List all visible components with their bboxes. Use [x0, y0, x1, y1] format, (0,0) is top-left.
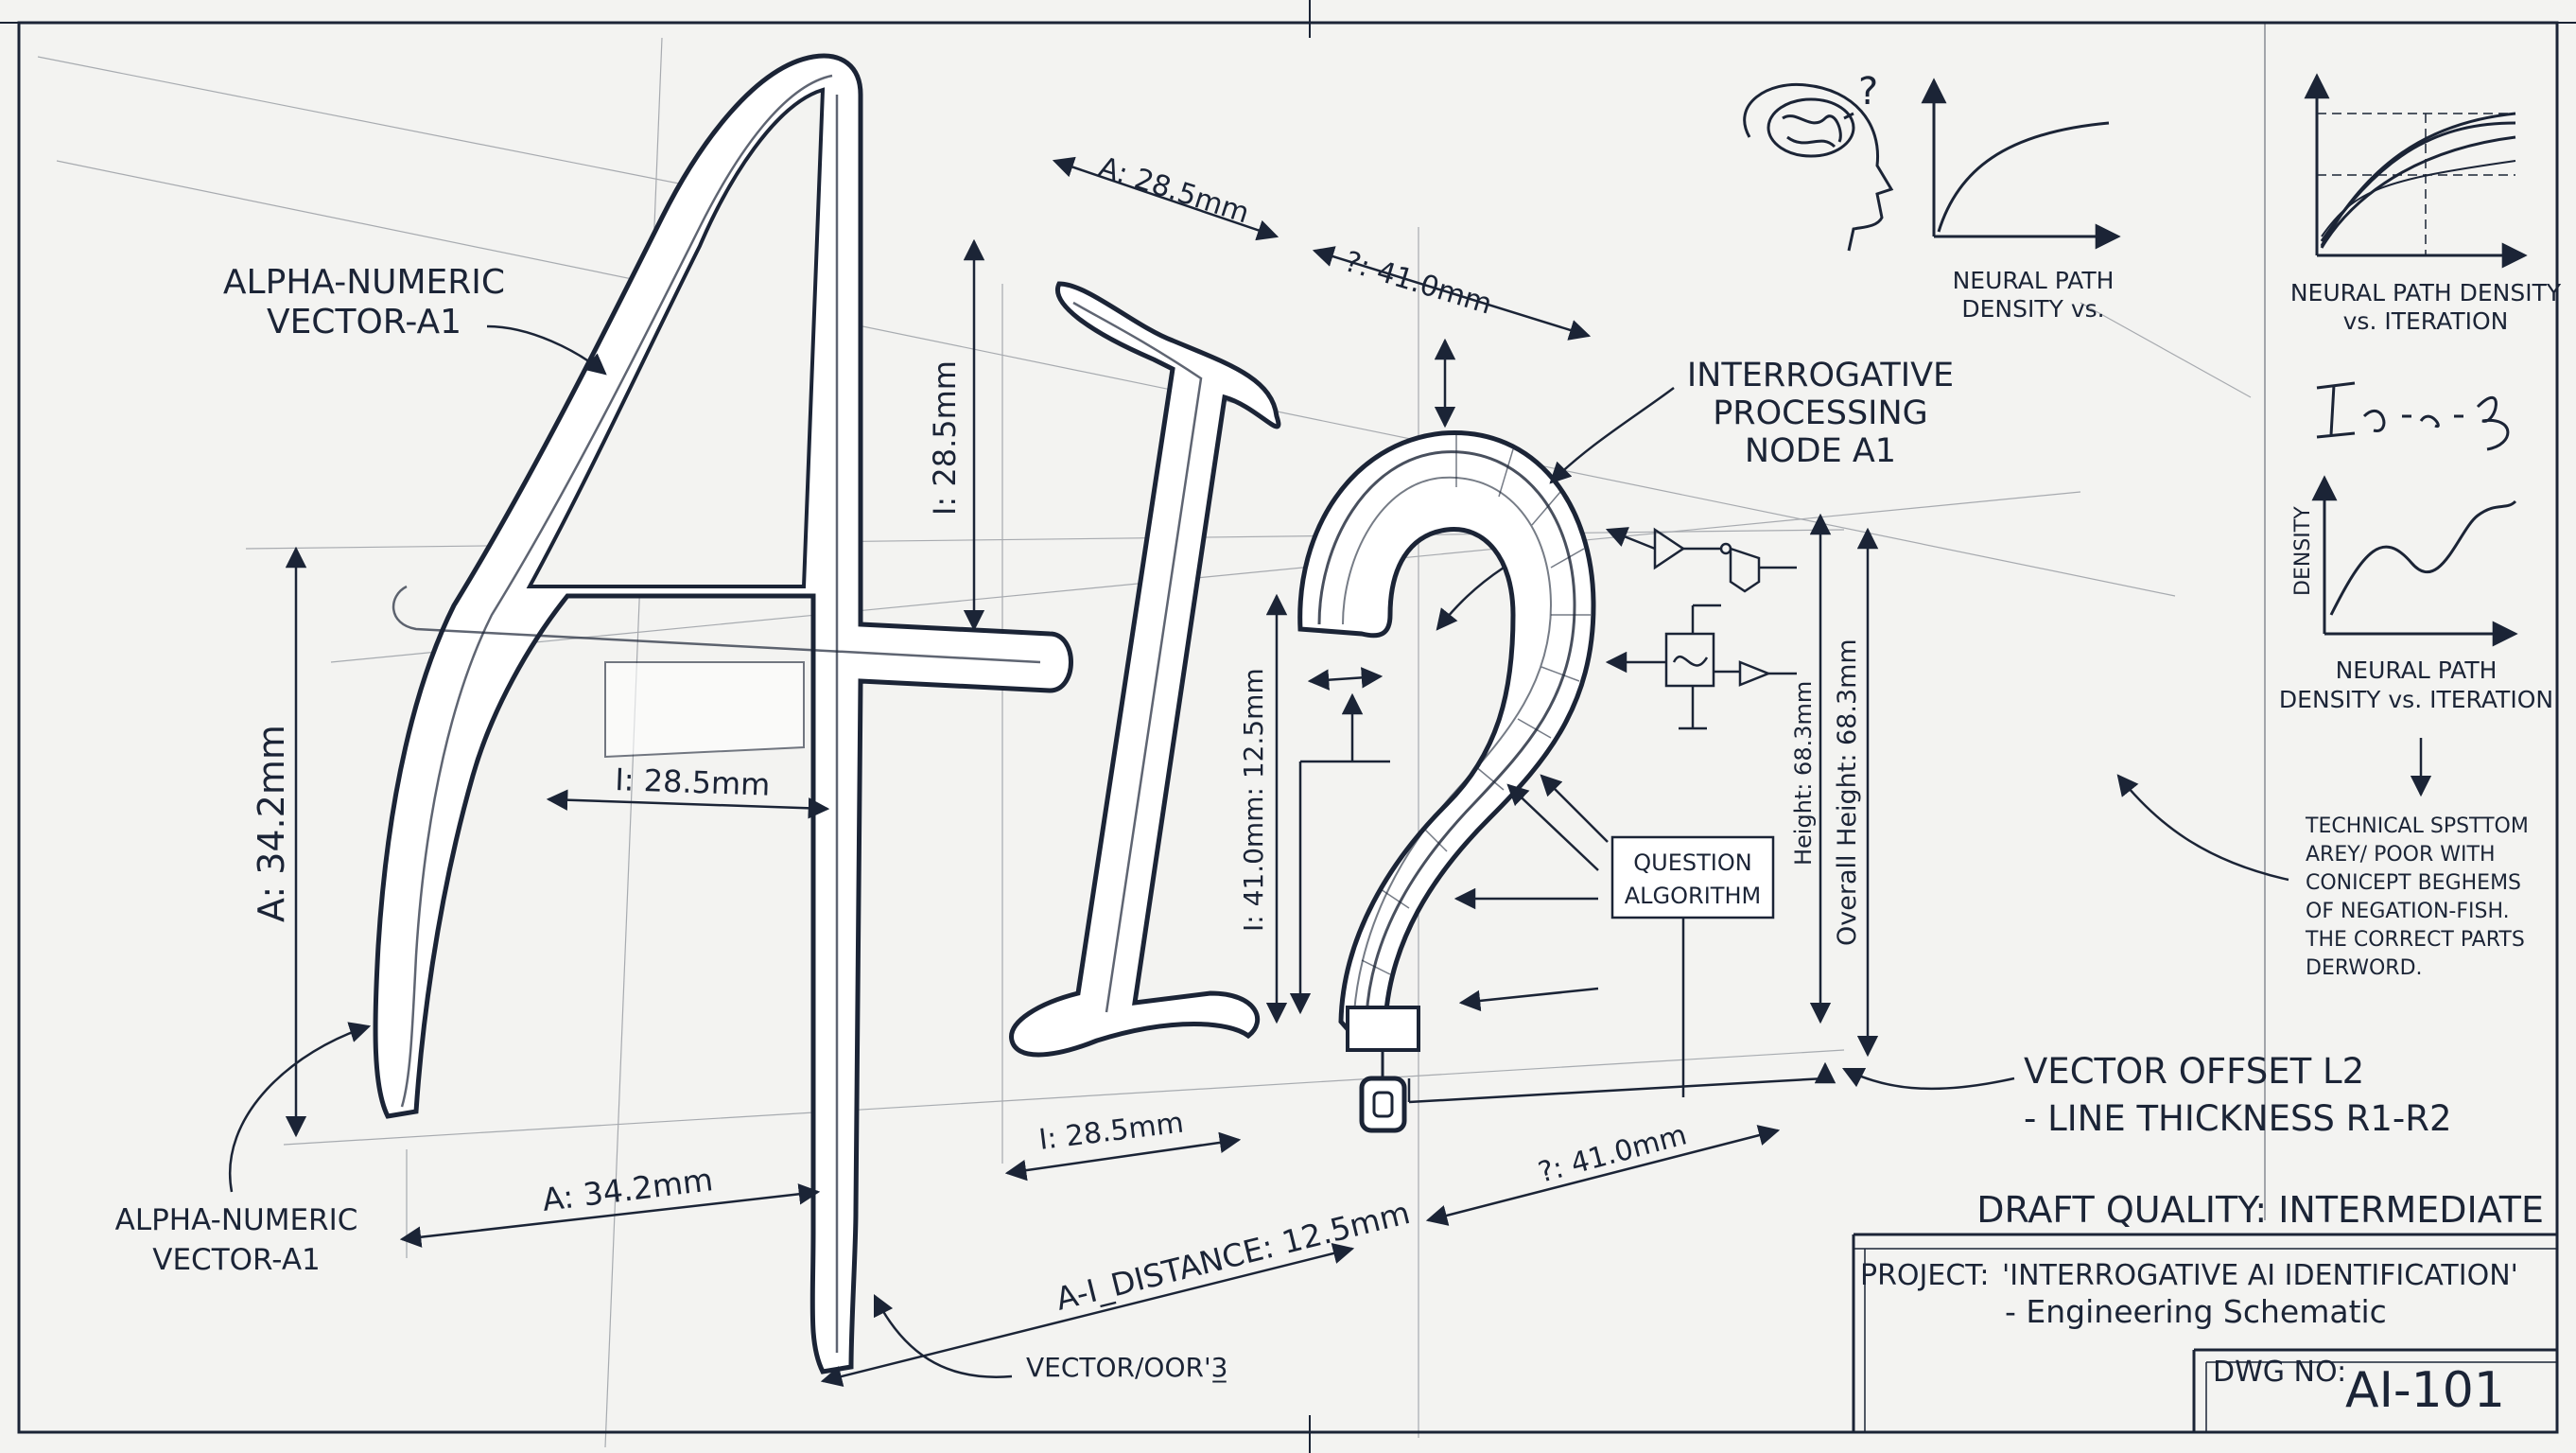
question-algorithm-line-1: QUESTION [1633, 849, 1751, 876]
sidebar-chart-3 [2311, 475, 2518, 647]
chart3-axis-label: DENSITY [2291, 506, 2315, 596]
note-line: TECHNICAL SPSTTOM [2305, 814, 2529, 838]
chart2-label-1: NEURAL PATH DENSITY [2290, 279, 2562, 306]
dim-i-height: I: 28.5mm [927, 360, 963, 516]
title-block [1852, 1233, 2557, 1432]
project-title: 'INTERROGATIVE AI IDENTIFICATION' [2002, 1259, 2518, 1292]
dwg-label: DWG NO: [2213, 1356, 2346, 1389]
dim-overall-height: Overall Height: 68.3mm [1833, 639, 1862, 946]
vector-label-top-1: ALPHA-NUMERIC [223, 263, 505, 302]
vector-label-bottom-1: ALPHA-NUMERIC [115, 1203, 358, 1237]
note-line: OF NEGATION-FISH. [2306, 900, 2510, 923]
note-line: THE CORRECT PARTS [2305, 928, 2525, 952]
dim-i-width-mid: I: 28.5mm [615, 762, 771, 803]
chart3-label-1: NEURAL PATH [2336, 656, 2498, 684]
note-line: CONICEPT BEGHEMS [2306, 871, 2521, 895]
brain-head-icon: ? [1743, 70, 1894, 252]
node-label-3: NODE A1 [1745, 432, 1896, 470]
line-thickness-label: - LINE THICKNESS R1-R2 [2024, 1098, 2452, 1139]
circuit-diagram [1605, 527, 1797, 730]
vector-label-bottom-2: VECTOR-A1 [152, 1243, 321, 1277]
sidebar-chart-1 [1921, 78, 2121, 250]
letter-i-outline [1009, 281, 1281, 1058]
node-label-1: INTERROGATIVE [1687, 357, 1954, 394]
note-line: DERWORD. [2306, 956, 2423, 980]
vector-oor-label: VECTOR/OOR'3̲ [1026, 1352, 1227, 1383]
letter-a-outline [373, 53, 1073, 1374]
chart3-label-2: DENSITY vs. ITERATION [2279, 686, 2553, 713]
question-algorithm-line-2: ALGORITHM [1625, 883, 1761, 909]
formula-scribble [2316, 381, 2510, 451]
dim-i-q-height: I: 41.0mm: 12.5mm [1238, 668, 1269, 932]
vector-offset-label: VECTOR OFFSET L2 [2024, 1051, 2364, 1092]
node-label-2: PROCESSING [1713, 394, 1928, 432]
chart2-label-2: vs. ITERATION [2343, 307, 2509, 335]
project-subtitle: - Engineering Schematic [2005, 1293, 2387, 1330]
vector-label-top-2: VECTOR-A1 [267, 303, 461, 341]
question-mark-outline [1297, 430, 1596, 1133]
dim-height: Height: 68.3mm [1790, 681, 1817, 866]
sidebar-chart-2 [2304, 73, 2528, 269]
dim-a-height: A: 34.2mm [251, 725, 292, 922]
question-algorithm-box [1610, 835, 1775, 919]
chart1-label-2: DENSITY vs. [1961, 295, 2104, 323]
chart1-label-1: NEURAL PATH [1953, 267, 2115, 294]
note-line: AREY/ POOR WITH [2306, 843, 2495, 867]
dwg-number: AI-101 [2345, 1362, 2505, 1419]
leader-arrows [229, 324, 2432, 1378]
project-label: PROJECT: [1860, 1259, 1989, 1292]
draft-quality: DRAFT QUALITY: INTERMEDIATE [1976, 1189, 2544, 1231]
technical-note: TECHNICAL SPSTTOM AREY/ POOR WITH CONICE… [2305, 814, 2529, 980]
brain-question-glyph: ? [1858, 70, 1878, 114]
dimension-lines [285, 156, 1879, 1388]
